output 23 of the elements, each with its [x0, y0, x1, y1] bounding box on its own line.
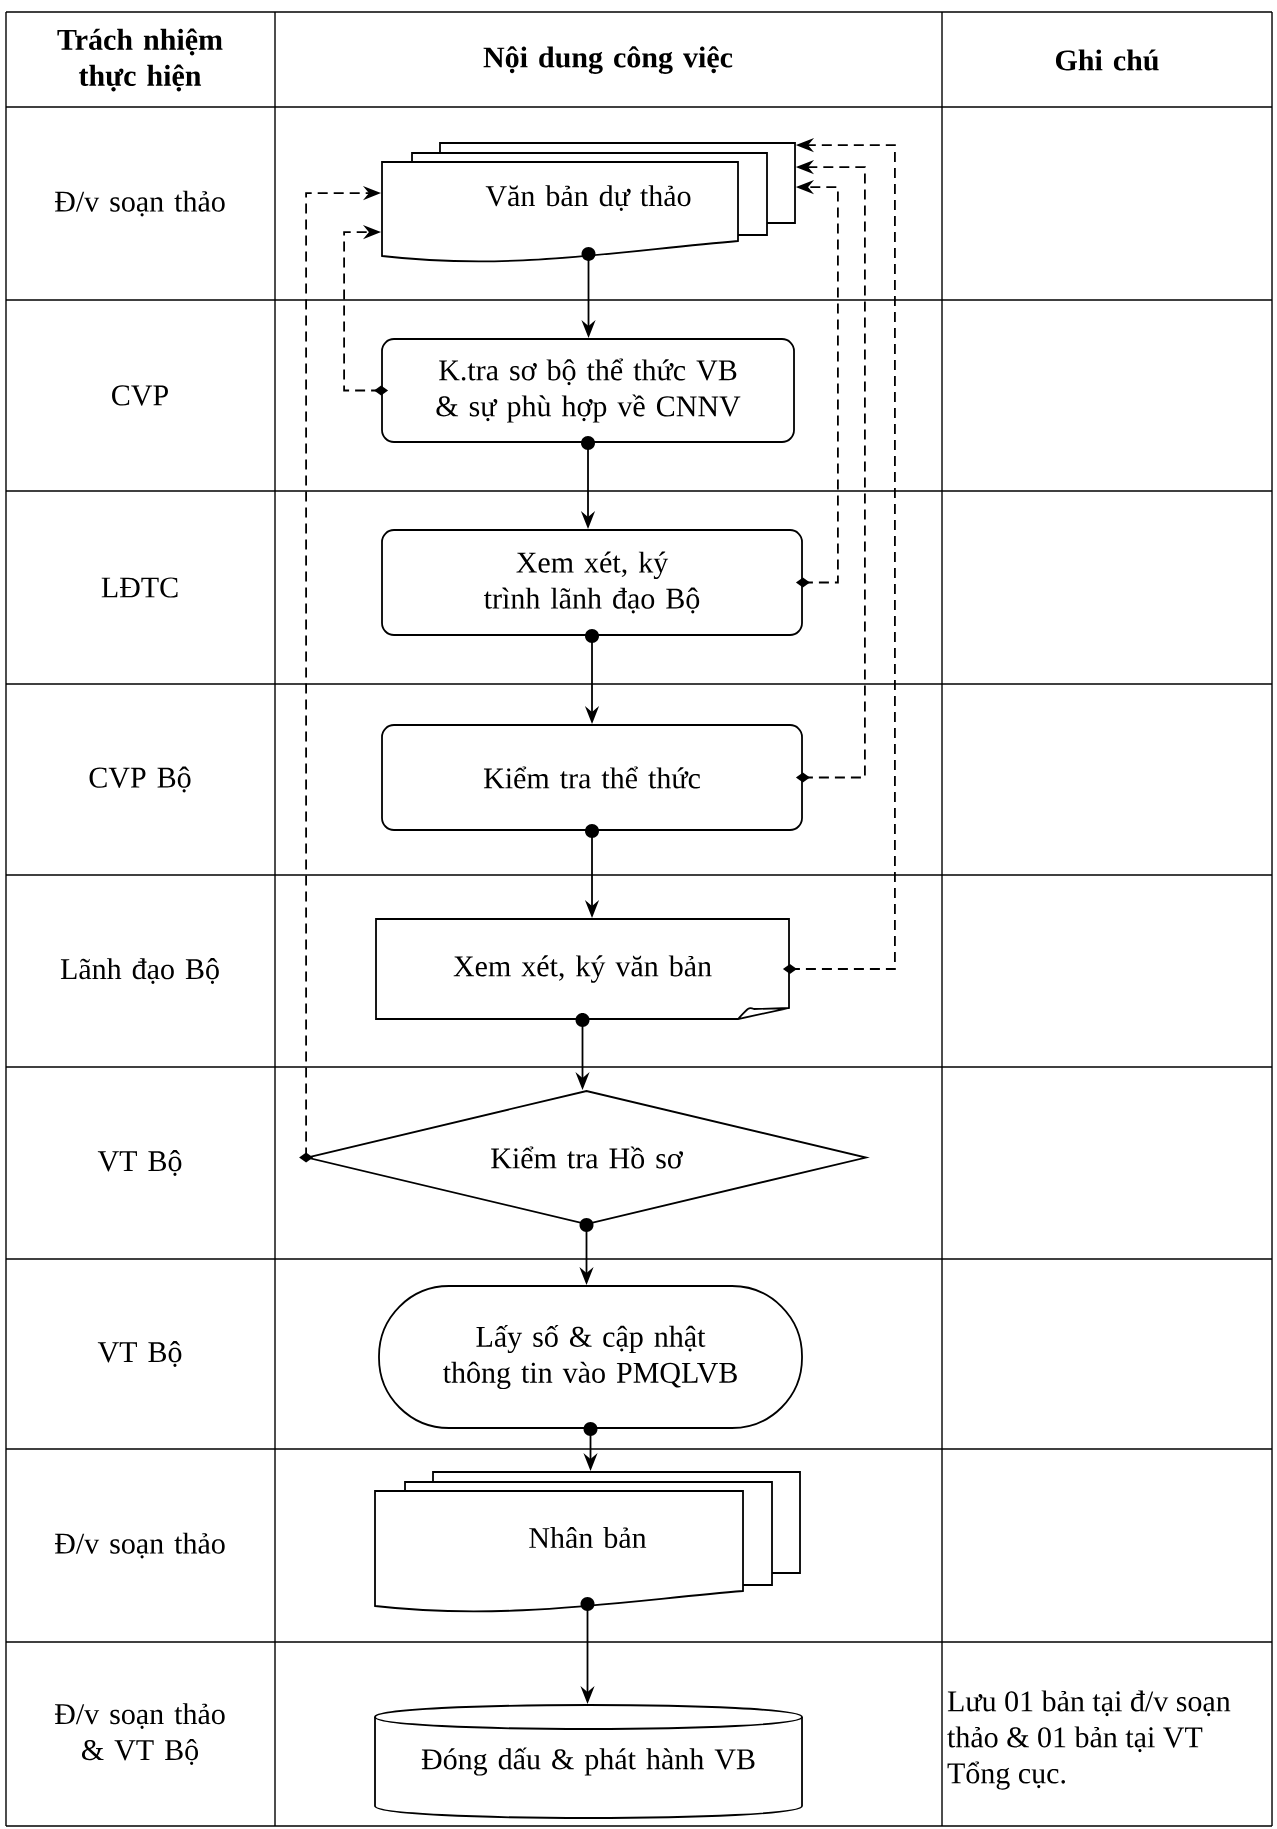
storage-cylinder: Đóng dấu & phát hành VB: [374, 1704, 803, 1819]
dashed-arrow: [343, 225, 389, 396]
role-label: Đ/v soạn thảo: [54, 190, 225, 217]
terminal-box: Lấy số & cập nhật thông tin vào PMQLVB: [378, 1285, 803, 1429]
document-stack: Nhân bản: [374, 1471, 801, 1613]
role-label: Đ/v soạn thảo & VT Bộ: [54, 1703, 225, 1765]
note-text: Lưu 01 bản tại đ/v soạn thảo & 01 bản tại VT Tổng cục.: [947, 1690, 1231, 1790]
role-label: CVP: [112, 385, 168, 406]
role-label: LĐTC: [101, 577, 178, 598]
column-header: Nội dung công việc: [483, 46, 733, 74]
role-label: VT Bộ: [97, 1341, 182, 1367]
process-box: K.tra sơ bộ thể thức VB & sự phù hợp về CNNV: [381, 338, 795, 443]
column-header: Trách nhiệm thực hiện: [57, 28, 223, 92]
document-stack: Văn bản dự thảo: [381, 142, 796, 263]
document-box: Xem xét, ký văn bản: [375, 918, 790, 1020]
role-label: Đ/v soạn thảo: [54, 1532, 225, 1559]
role-label: VT Bộ: [97, 1150, 182, 1176]
node-label: Đóng dấu & phát hành VB: [421, 1747, 755, 1776]
role-label: CVP Bộ: [89, 766, 191, 793]
process-box: Xem xét, ký trình lãnh đạo Bộ: [381, 529, 803, 636]
column-header: Ghi chú: [1055, 49, 1159, 71]
role-label: Lãnh đạo Bộ: [60, 958, 219, 984]
process-box: Kiểm tra thể thức: [381, 724, 803, 831]
